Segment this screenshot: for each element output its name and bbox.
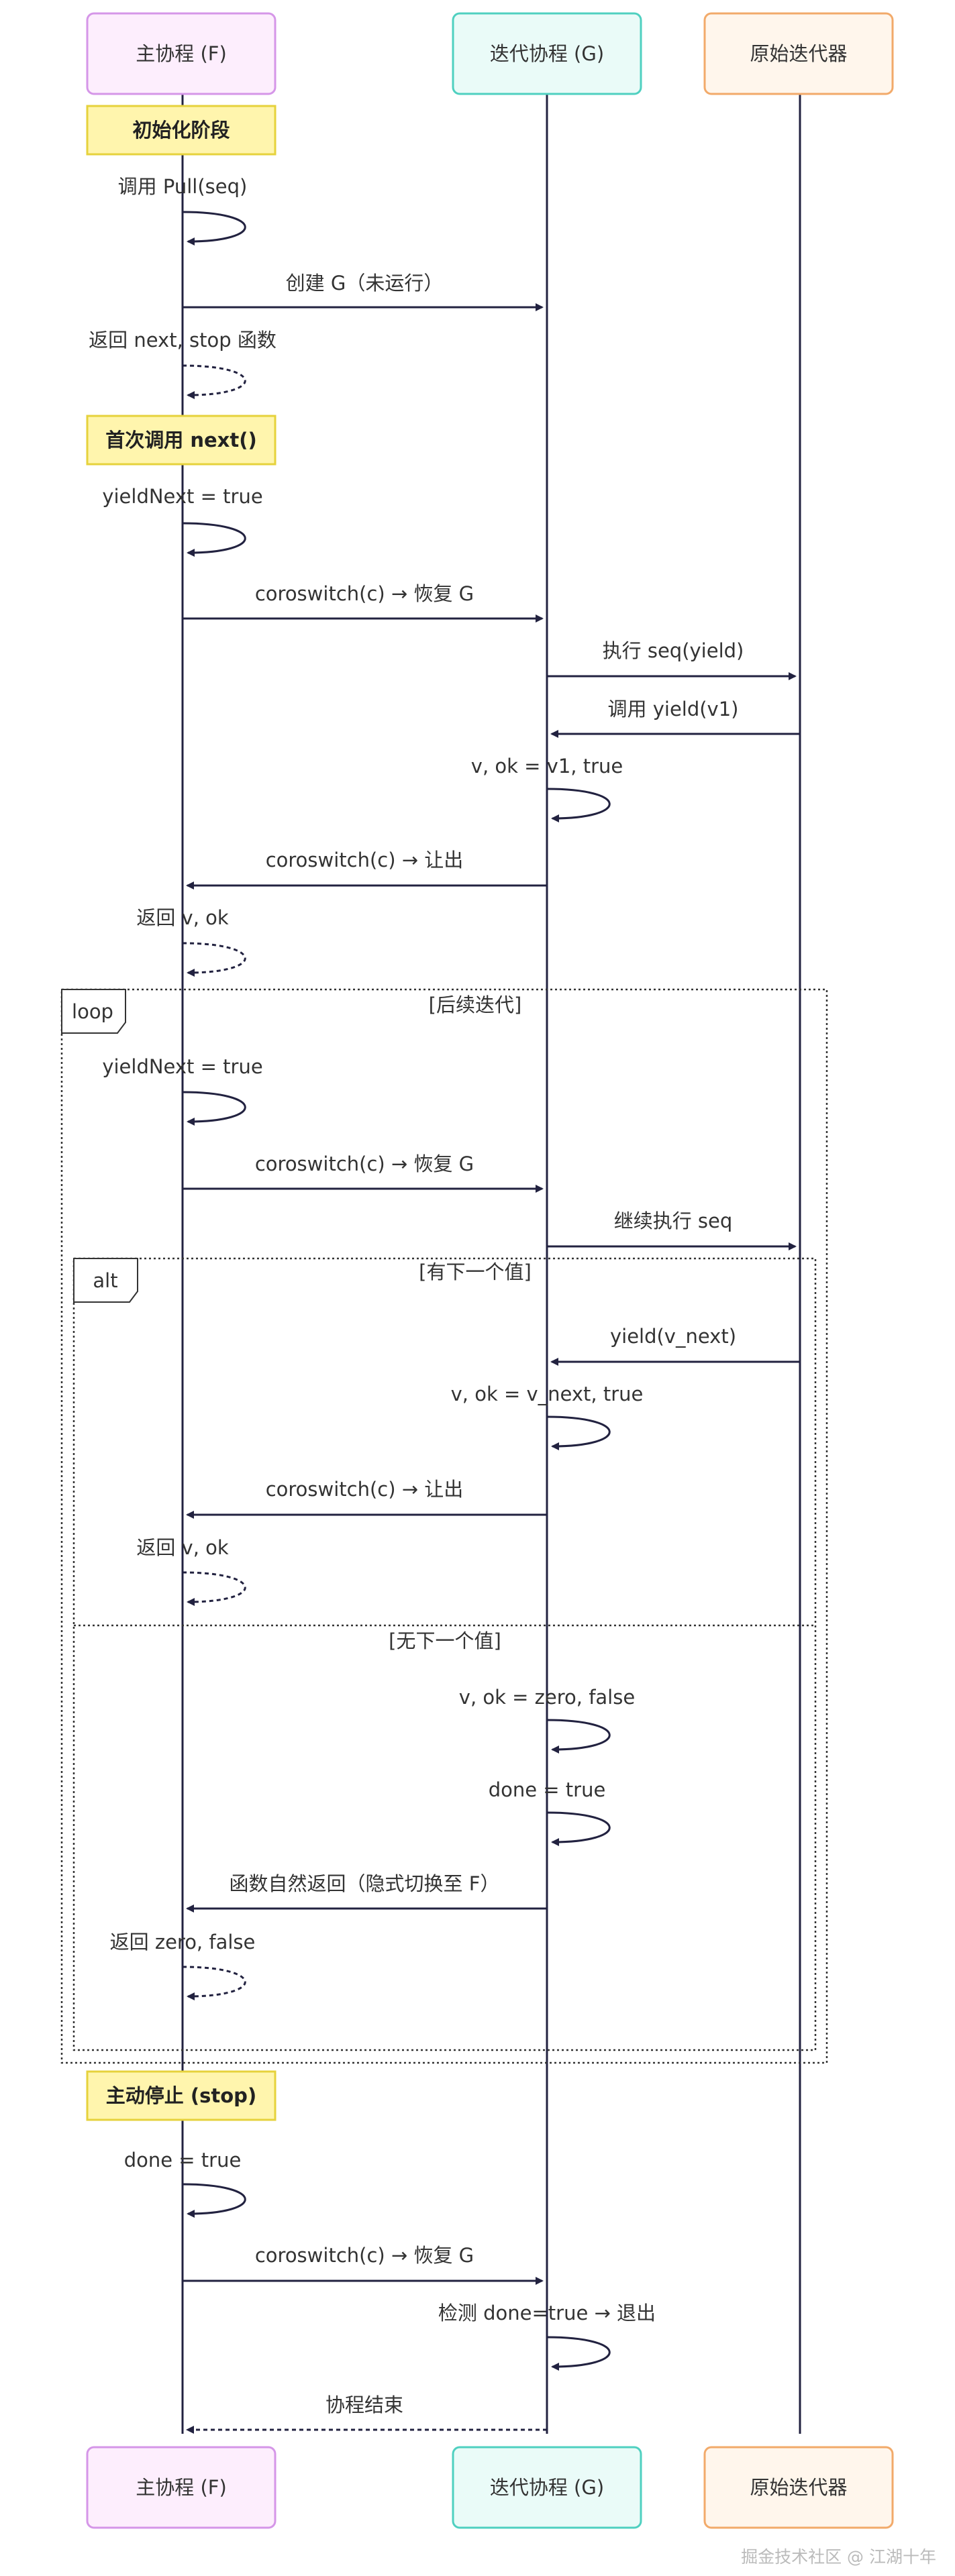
message-label: 调用 yield(v1) xyxy=(608,698,739,720)
message-label: 调用 Pull(seq) xyxy=(118,175,248,198)
message-done-true-f: done = true xyxy=(124,2149,246,2218)
message-label: 返回 v, ok xyxy=(136,1536,229,1559)
message-call-pull: 调用 Pull(seq) xyxy=(118,175,248,246)
message-coroswitch-resume-1: coroswitch(c) → 恢复 G xyxy=(183,582,544,623)
participant-label: 迭代协程 (G) xyxy=(490,2476,604,2499)
message-label: v, ok = v1, true xyxy=(471,755,623,777)
loop-block: loop [后续迭代] xyxy=(60,988,828,2064)
message-label: 执行 seq(yield) xyxy=(603,639,744,662)
message-label: 返回 next, stop 函数 xyxy=(89,329,277,352)
message-natural-return: 函数自然返回（隐式切换至 F） xyxy=(186,1872,547,1913)
message-label: done = true xyxy=(489,1778,606,1801)
participant-label: 原始迭代器 xyxy=(750,2476,847,2499)
message-assign-v-next: v, ok = v_next, true xyxy=(451,1383,644,1450)
message-assign-zero: v, ok = zero, false xyxy=(459,1686,635,1754)
message-label: coroswitch(c) → 恢复 G xyxy=(255,1152,474,1175)
message-yieldnext-true-1: yieldNext = true xyxy=(102,485,263,557)
message-yieldnext-true-2: yieldNext = true xyxy=(102,1055,263,1126)
message-coroswitch-yield-1: coroswitch(c) → 让出 xyxy=(186,849,547,890)
message-done-true-g: done = true xyxy=(489,1778,611,1846)
participant-label: 原始迭代器 xyxy=(750,42,847,65)
participant-source-iterator-bottom: 原始迭代器 xyxy=(703,2446,894,2529)
participant-iterator-coroutine-bottom: 迭代协程 (G) xyxy=(452,2446,642,2529)
alt-block: alt [有下一个值] [无下一个值] xyxy=(72,1257,817,2051)
message-detect-done: 检测 done=true → 退出 xyxy=(438,2302,656,2371)
message-label: 创建 G（未运行） xyxy=(286,272,444,294)
message-call-yield-v1: 调用 yield(v1) xyxy=(550,698,800,738)
participant-iterator-coroutine-top: 迭代协程 (G) xyxy=(452,12,642,95)
participant-main-top: 主协程 (F) xyxy=(86,12,277,95)
message-label: 返回 zero, false xyxy=(110,1931,256,1953)
participant-main-bottom: 主协程 (F) xyxy=(86,2446,277,2529)
message-label: v, ok = zero, false xyxy=(459,1686,635,1709)
note-init-phase: 初始化阶段 xyxy=(86,105,277,156)
message-label: done = true xyxy=(124,2149,242,2171)
message-coroutine-end: 协程结束 xyxy=(186,2394,547,2434)
participant-label: 主协程 (F) xyxy=(136,42,227,65)
loop-keyword: loop xyxy=(72,1000,113,1023)
message-label: coroswitch(c) → 恢复 G xyxy=(255,582,474,605)
alt-condition: [有下一个值] xyxy=(419,1260,532,1283)
message-create-g: 创建 G（未运行） xyxy=(183,272,544,311)
message-label: yieldNext = true xyxy=(102,485,262,508)
message-label: v, ok = v_next, true xyxy=(451,1383,644,1405)
message-exec-seq: 执行 seq(yield) xyxy=(547,639,797,680)
message-label: yield(v_next) xyxy=(610,1325,736,1348)
message-continue-seq: 继续执行 seq xyxy=(547,1210,797,1250)
message-label: coroswitch(c) → 让出 xyxy=(266,849,464,871)
message-label: 检测 done=true → 退出 xyxy=(438,2302,656,2324)
message-label: 函数自然返回（隐式切换至 F） xyxy=(230,1872,500,1895)
message-label: coroswitch(c) → 让出 xyxy=(266,1478,464,1501)
message-return-zero-false: 返回 zero, false xyxy=(110,1931,256,2000)
message-assign-v1: v, ok = v1, true xyxy=(471,755,623,822)
participant-label: 主协程 (F) xyxy=(136,2476,227,2499)
participant-label: 迭代协程 (G) xyxy=(490,42,604,65)
note-label: 首次调用 next() xyxy=(105,429,257,451)
alt-keyword: alt xyxy=(93,1269,117,1292)
message-label: 协程结束 xyxy=(325,2394,403,2416)
note-label: 初始化阶段 xyxy=(132,119,230,142)
note-label: 主动停止 (stop) xyxy=(106,2084,256,2107)
message-label: yieldNext = true xyxy=(102,1055,262,1078)
message-label: coroswitch(c) → 恢复 G xyxy=(255,2244,474,2267)
note-first-next: 首次调用 next() xyxy=(86,415,277,466)
message-return-next-stop: 返回 next, stop 函数 xyxy=(89,329,277,399)
loop-condition: [后续迭代] xyxy=(429,994,522,1016)
message-yield-v-next: yield(v_next) xyxy=(550,1325,800,1366)
message-return-v-ok-2: 返回 v, ok xyxy=(136,1536,246,1606)
note-stop: 主动停止 (stop) xyxy=(86,2070,277,2121)
message-label: 返回 v, ok xyxy=(136,906,229,929)
watermark-text: 掘金技术社区 @ 江湖十年 xyxy=(741,2547,936,2567)
message-return-v-ok-1: 返回 v, ok xyxy=(136,906,246,977)
message-label: 继续执行 seq xyxy=(614,1210,733,1232)
message-coroswitch-resume-3: coroswitch(c) → 恢复 G xyxy=(183,2244,544,2285)
message-coroswitch-resume-2: coroswitch(c) → 恢复 G xyxy=(183,1152,544,1193)
participant-source-iterator-top: 原始迭代器 xyxy=(703,12,894,95)
alt-else-condition: [无下一个值] xyxy=(389,1629,501,1652)
message-coroswitch-yield-2: coroswitch(c) → 让出 xyxy=(186,1478,547,1519)
